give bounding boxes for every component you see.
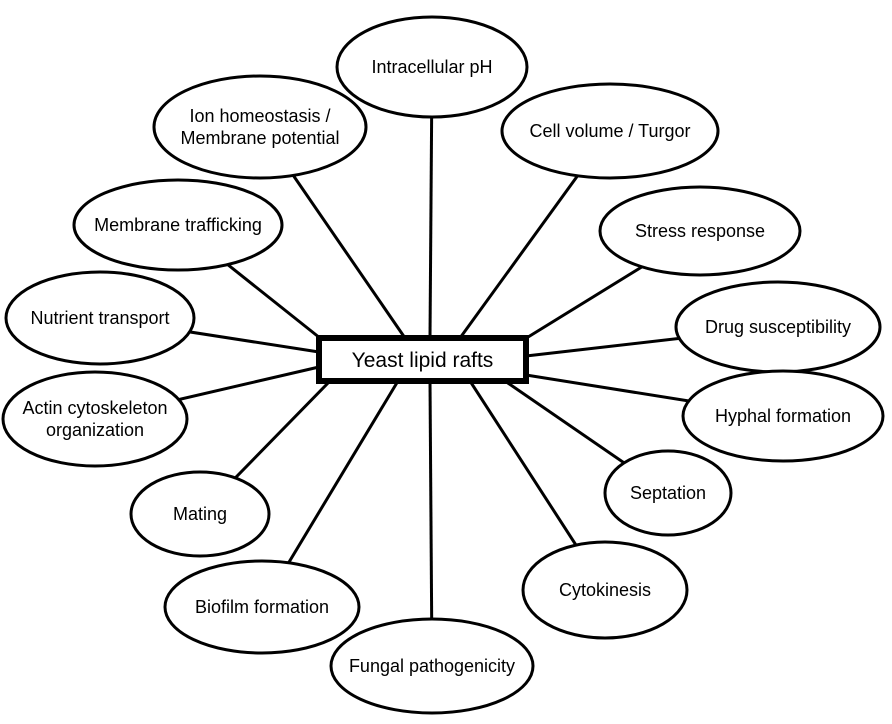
node-nutrient-transport: Nutrient transport <box>4 270 196 366</box>
node-label: Membrane trafficking <box>94 215 262 235</box>
node-biofilm-formation: Biofilm formation <box>163 559 361 655</box>
node-label: Intracellular pH <box>371 57 492 77</box>
node-stress-response: Stress response <box>598 185 802 277</box>
node-ellipse <box>163 559 361 655</box>
node-label: Stress response <box>635 221 765 241</box>
node-ion-homeostasis: Ion homeostasis /Membrane potential <box>152 74 368 180</box>
node-mating: Mating <box>129 470 271 558</box>
node-ellipse <box>335 15 529 119</box>
node-ellipse <box>1 370 189 468</box>
hub-box <box>316 335 529 384</box>
node-label: Biofilm formation <box>195 597 329 617</box>
node-ellipse <box>603 449 733 537</box>
node-ellipse <box>129 470 271 558</box>
node-label: Cytokinesis <box>559 580 651 600</box>
node-cell-volume: Cell volume / Turgor <box>500 82 720 180</box>
node-label: Drug susceptibility <box>705 317 851 337</box>
node-label: Cell volume / Turgor <box>529 121 690 141</box>
node-hyphal-formation: Hyphal formation <box>681 369 885 463</box>
node-ellipse <box>500 82 720 180</box>
node-label: Actin cytoskeleton <box>22 398 167 418</box>
node-label: Fungal pathogenicity <box>349 656 515 676</box>
node-drug-susceptibility: Drug susceptibility <box>674 280 882 374</box>
node-label: Membrane potential <box>180 128 339 148</box>
node-membrane-trafficking: Membrane trafficking <box>72 178 284 272</box>
node-label: Hyphal formation <box>715 406 851 426</box>
hub-label: Yeast lipid rafts <box>352 349 494 372</box>
node-fungal-pathogenicity: Fungal pathogenicity <box>329 617 535 715</box>
node-ellipse <box>152 74 368 180</box>
node-label: Ion homeostasis / <box>189 106 330 126</box>
node-label: Nutrient transport <box>30 308 169 328</box>
node-label: organization <box>46 420 144 440</box>
node-ellipse <box>72 178 284 272</box>
node-label: Septation <box>630 483 706 503</box>
node-ellipse <box>329 617 535 715</box>
node-ellipse <box>598 185 802 277</box>
node-cytokinesis: Cytokinesis <box>521 540 689 640</box>
hub: Yeast lipid rafts <box>316 335 529 384</box>
node-ellipse <box>4 270 196 366</box>
node-ellipse <box>521 540 689 640</box>
node-label: Mating <box>173 504 227 524</box>
node-ellipse <box>681 369 885 463</box>
node-intracellular-ph: Intracellular pH <box>335 15 529 119</box>
node-septation: Septation <box>603 449 733 537</box>
